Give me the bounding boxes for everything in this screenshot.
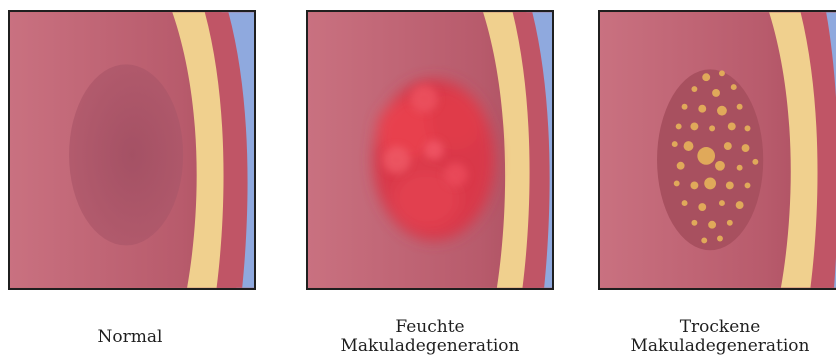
caption-wet-amd: Feuchte Makuladegeneration bbox=[300, 318, 560, 356]
normal-macula-illustration bbox=[10, 12, 254, 288]
panel-dry-macular-degeneration bbox=[598, 10, 836, 290]
caption-dry-amd: Trockene Makuladegeneration bbox=[590, 318, 836, 356]
caption-line: Trockene bbox=[590, 318, 836, 337]
panel-normal-macula bbox=[8, 10, 256, 290]
wet-amd-illustration bbox=[308, 12, 552, 288]
macula bbox=[69, 64, 183, 245]
caption-line: Feuchte bbox=[300, 318, 560, 337]
dry-amd-illustration bbox=[600, 12, 836, 288]
caption-line: Makuladegeneration bbox=[300, 337, 560, 356]
caption-line: Normal bbox=[0, 328, 260, 347]
caption-normal: Normal bbox=[0, 328, 260, 347]
panel-wet-macular-degeneration bbox=[306, 10, 554, 290]
caption-line: Makuladegeneration bbox=[590, 337, 836, 356]
